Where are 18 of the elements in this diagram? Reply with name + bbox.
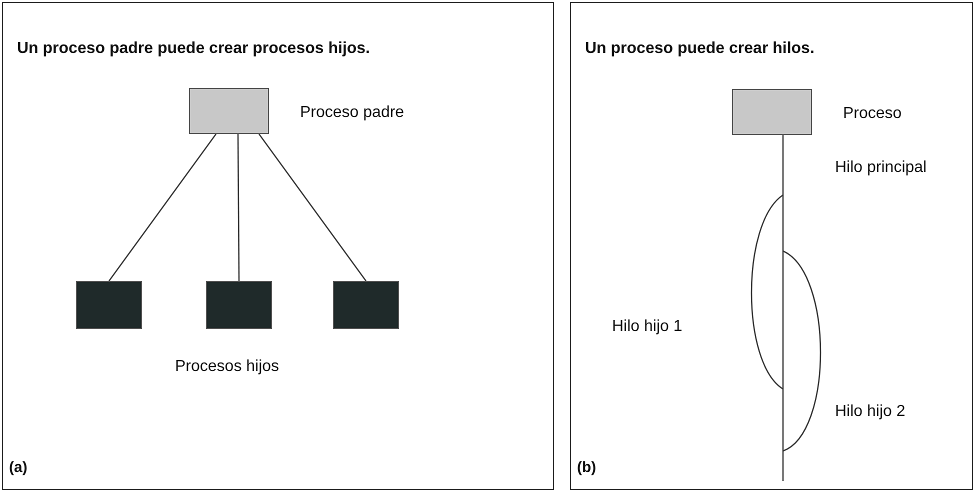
panel-title: Un proceso padre puede crear procesos hijos. — [17, 39, 370, 59]
connector-line — [237, 134, 240, 281]
panel — [570, 2, 973, 490]
panel-letter: (a) — [9, 458, 28, 478]
process-box — [333, 281, 399, 329]
connector-line — [258, 134, 367, 282]
text-label: Hilo principal — [835, 158, 927, 178]
text-label: Procesos hijos — [175, 357, 280, 377]
node-caption: Proceso padre — [300, 103, 404, 123]
text-label: Hilo hijo 2 — [835, 402, 906, 422]
panel — [2, 2, 554, 490]
process-box — [206, 281, 272, 329]
text-label: Hilo hijo 1 — [612, 317, 682, 337]
connector-line — [108, 134, 217, 282]
panel-letter: (b) — [577, 458, 596, 478]
node-caption: Proceso — [843, 104, 902, 124]
panel-title: Un proceso puede crear hilos. — [585, 39, 814, 59]
process-box — [76, 281, 142, 329]
